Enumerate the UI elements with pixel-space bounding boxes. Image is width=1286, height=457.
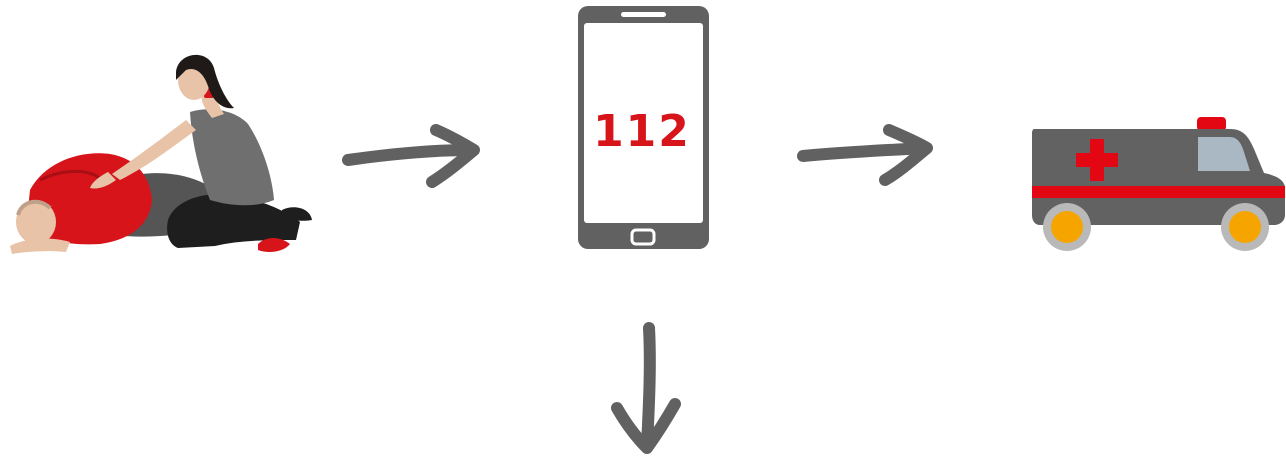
- phone-screen-number: 112: [582, 106, 702, 157]
- arrow-down-icon: [605, 320, 690, 457]
- ambulance-icon: [1030, 115, 1286, 255]
- first-aid-scene-icon: [0, 50, 330, 265]
- arrow-right-icon: [795, 120, 940, 190]
- arrow-right-icon: [340, 120, 485, 190]
